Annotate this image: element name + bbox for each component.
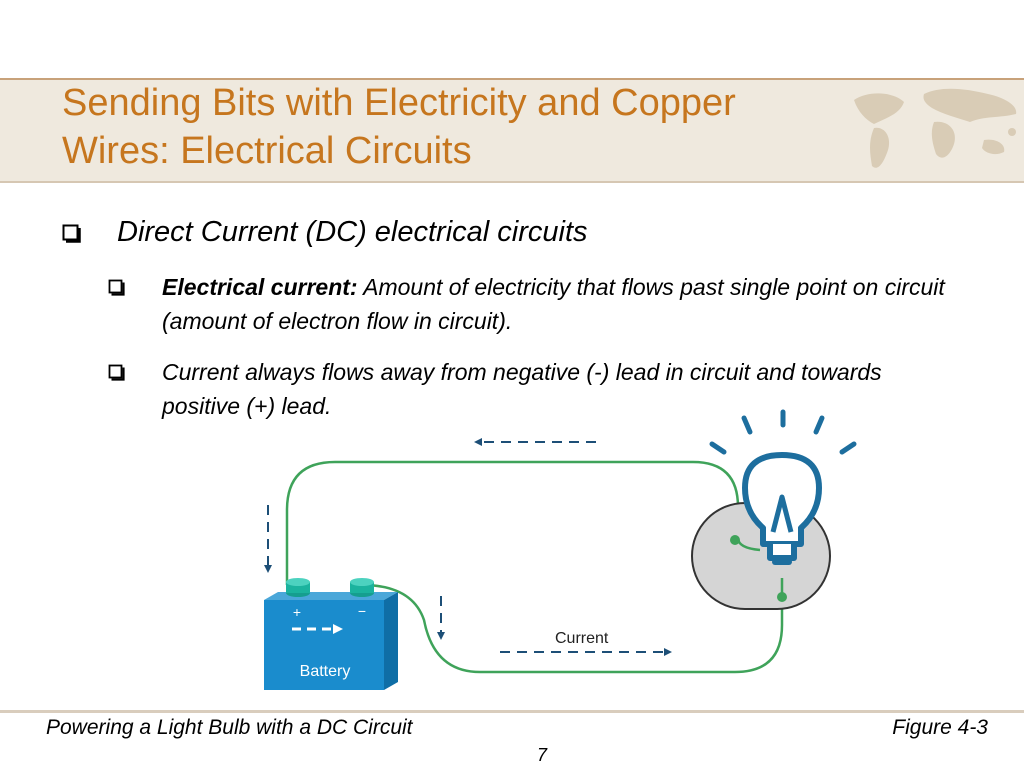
checkbox-bullet-icon	[62, 224, 81, 243]
battery-minus-label: −	[358, 603, 366, 619]
checkbox-bullet-icon	[108, 279, 125, 296]
bullet-current-flow-text: Current always flows away from negative …	[162, 359, 882, 419]
footer-divider	[0, 710, 1024, 713]
bullet-electrical-current-text: Electrical current: Amount of electricit…	[162, 270, 952, 338]
battery-plus-label: +	[293, 604, 301, 620]
slide-title-line-2: Wires: Electrical Circuits	[62, 130, 472, 172]
battery-label: Battery	[300, 663, 351, 680]
slide-title: Sending Bits with Electricity and Copper…	[62, 79, 922, 175]
connection-point-right	[777, 592, 787, 602]
circuit-wire-top	[285, 460, 740, 585]
figure-number: Figure 4-3	[892, 716, 988, 739]
bullet-level-1-text: Direct Current (DC) electrical circuits	[117, 216, 588, 248]
battery-icon	[264, 578, 398, 690]
light-rays-icon	[709, 409, 857, 455]
light-bulb-icon	[742, 452, 822, 565]
figure-caption: Powering a Light Bulb with a DC Circuit	[46, 716, 413, 739]
connection-point-left	[730, 535, 740, 545]
current-label: Current	[555, 630, 609, 647]
circuit-wire-bottom	[361, 583, 784, 674]
checkbox-bullet-icon	[108, 364, 125, 381]
term-electrical-current: Electrical current:	[162, 274, 358, 300]
world-map-graphic	[854, 88, 1017, 168]
definition-electrical-current: Amount of electricity that flows past si…	[162, 274, 945, 334]
slide-title-line-1: Sending Bits with Electricity and Copper	[62, 82, 736, 124]
title-band	[0, 78, 1024, 183]
page-number: 7	[537, 745, 548, 765]
